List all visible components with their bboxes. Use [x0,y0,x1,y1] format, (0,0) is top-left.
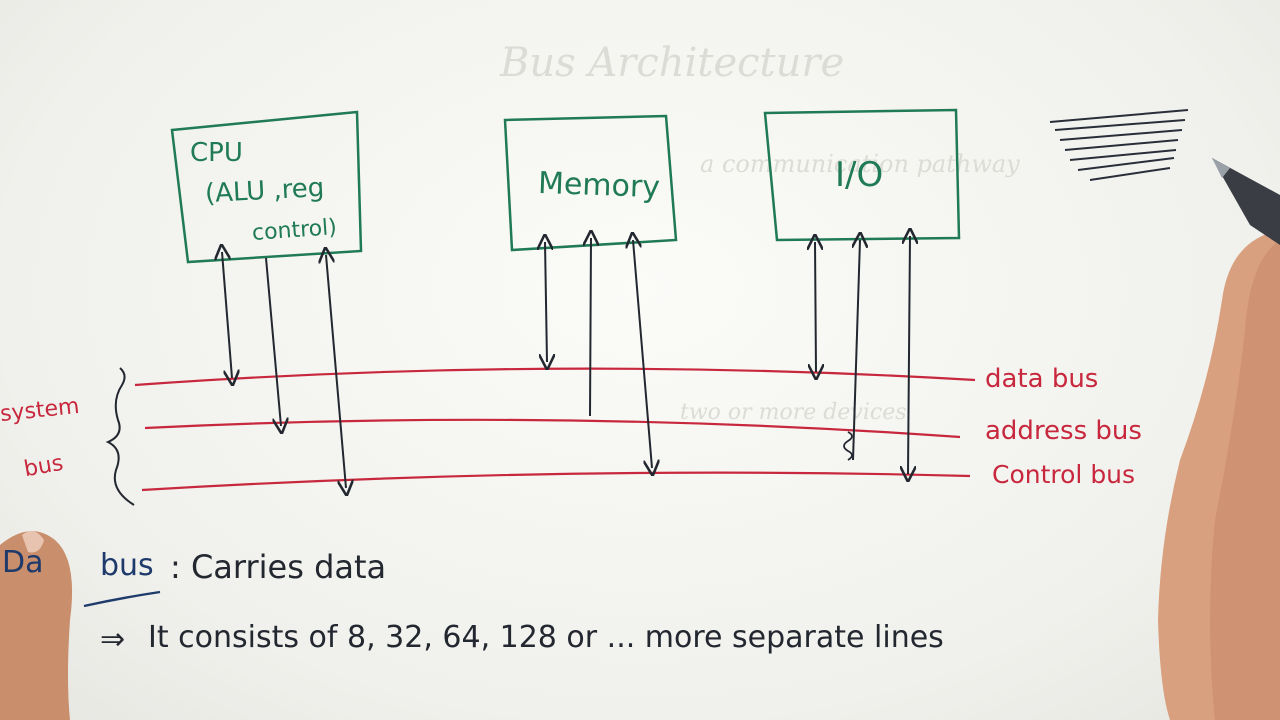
memory-box [503,114,678,252]
io-box [763,108,961,242]
bus-underline [83,590,161,608]
note-line2-text: It consists of 8, 32, 64, 128 or ... mor… [148,620,944,655]
control-bus-line [141,471,971,492]
right-hand-shade [1210,240,1280,720]
pen-tip [1212,158,1230,178]
address-bus-line [144,418,961,439]
cpu-label-line2: (ALU ,reg [204,172,326,210]
ghost-writing-line2: two or more devices [680,400,907,425]
io-control-arrow [908,236,910,474]
io-address-squiggle [843,431,853,461]
pen-icon [1212,158,1280,245]
cpu-data-arrow [222,252,232,378]
memory-label: Memory [537,165,661,206]
cpu-label-line1: CPU [190,138,243,168]
io-label: I/O [835,155,884,195]
scribble-lines [1049,109,1189,181]
memory-control-arrow [633,240,652,468]
memory-address-arrow [590,238,591,417]
address-bus-label: address bus [985,416,1142,446]
data-bus-label: data bus [985,364,1099,394]
cpu-address-arrow [265,257,281,426]
note-line2-arrow: ⇒ [100,622,126,657]
data-bus-line [134,367,976,387]
memory-data-arrow [545,242,547,362]
note-prefix: Da [2,545,44,580]
note-line1-text: : Carries data [170,548,387,586]
system-bus-brace [105,367,135,506]
left-hand-finger [0,531,73,720]
ghost-writing-line: a communication pathway [700,150,1020,178]
cpu-control-arrow [326,255,346,488]
note-line1-body: Carries data [190,548,387,586]
control-bus-label: Control bus [992,460,1136,489]
cpu-box [170,110,363,264]
left-hand-nail [22,531,44,553]
io-data-arrow [815,242,816,372]
note-bus-word: bus [100,548,154,583]
ghost-writing-title: Bus Architecture [500,40,845,86]
io-address-arrow [853,240,860,461]
